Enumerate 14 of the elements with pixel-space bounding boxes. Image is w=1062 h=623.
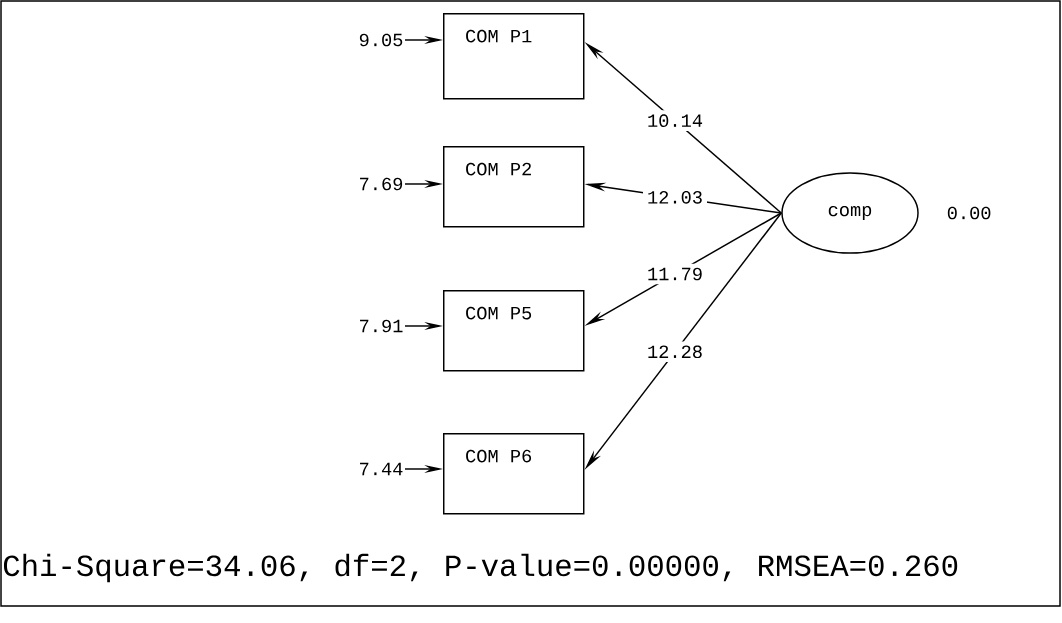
variable-box: COM P2 — [443, 146, 585, 228]
edge-label: 10.14 — [648, 114, 703, 127]
error-value: 9.05 — [359, 33, 403, 47]
error-value: 7.69 — [360, 177, 403, 191]
edge-label: 12.28 — [648, 345, 702, 359]
fit-statistics: Chi-Square=34.06, df=2, P-value=0.00000, RMSEA=0.260 — [3, 553, 958, 583]
variable-box: COM P6 — [443, 433, 585, 515]
edge-label: 11.79 — [648, 267, 702, 281]
error-value: 7.44 — [360, 462, 403, 476]
edge-label: 12.03 — [648, 191, 702, 204]
variable-box: COM P1 — [443, 13, 585, 100]
error-value: 7.91 — [360, 319, 403, 333]
variance-value: 0.00 — [947, 206, 991, 220]
variable-box: COM P5 — [443, 290, 585, 372]
